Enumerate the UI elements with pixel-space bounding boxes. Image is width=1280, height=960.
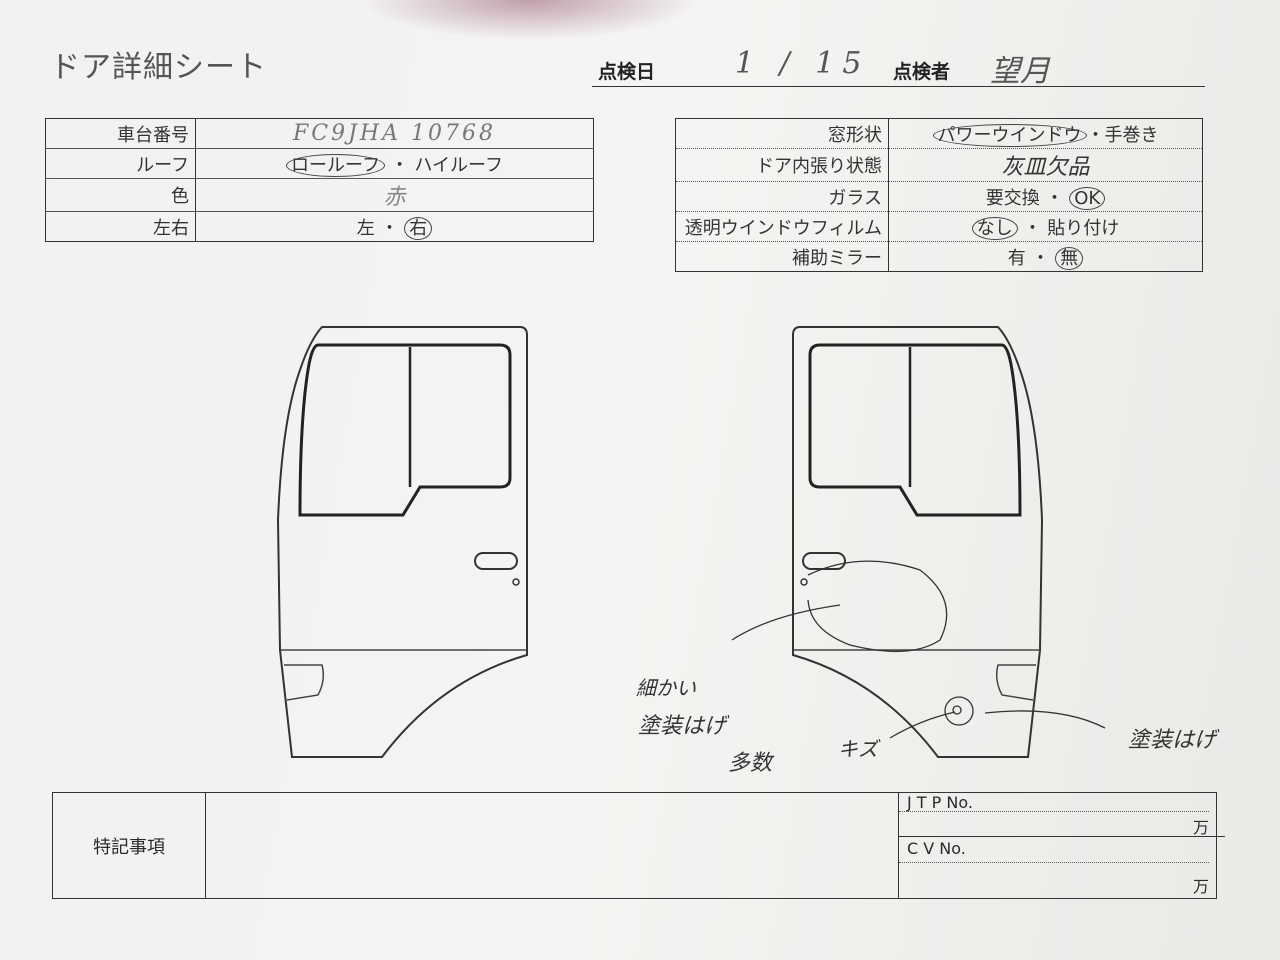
option-selected: 無: [1055, 246, 1084, 270]
option: ハイルーフ: [414, 154, 503, 176]
option-selected: 右: [404, 216, 433, 240]
sheet-title: ドア詳細シート: [50, 50, 267, 85]
inspector-label: 点検者: [893, 61, 951, 83]
table-row: ルーフ ロールーフ ・ ハイルーフ: [45, 148, 594, 179]
row-label: ガラス: [675, 181, 889, 212]
table-row: 窓形状 パワーウインドウ・手巻き: [675, 118, 1203, 149]
option: 貼り付け: [1047, 217, 1120, 239]
door-table: 窓形状 パワーウインドウ・手巻き ドア内張り状態 灰皿欠品 ガラス 要交換 ・ …: [675, 118, 1203, 272]
note-scratch: キズ: [838, 737, 878, 761]
inspection-date-value: 1 / 15: [735, 46, 870, 81]
note-paint-peel: 塗装はげ: [638, 714, 727, 739]
table-row: 左右 左 ・ 右: [45, 211, 594, 242]
option-selected: ロールーフ: [286, 153, 385, 177]
note-many: 多数: [728, 751, 773, 776]
trim-status: 灰皿欠品: [1001, 155, 1090, 180]
option: 有: [1007, 247, 1026, 269]
option-selected: OK: [1069, 186, 1106, 210]
table-row: 透明ウインドウフィルム なし ・ 貼り付け: [675, 211, 1203, 242]
cv-unit: 万: [899, 862, 1209, 907]
inspection-date-label: 点検日: [598, 61, 656, 83]
row-label: 車台番号: [45, 118, 196, 149]
remarks-table: 特記事項 J T P No. 万 C V No. 万: [52, 792, 1225, 899]
color-value: 赤: [383, 185, 406, 210]
row-label: 補助ミラー: [675, 241, 889, 272]
option: 手巻き: [1104, 124, 1159, 146]
remarks-label: 特記事項: [53, 793, 206, 898]
left-door-drawing: [276, 325, 529, 759]
right-door-drawing: [791, 325, 1044, 759]
vehicle-table: 車台番号 FC9JHA 10768 ルーフ ロールーフ ・ ハイルーフ 色 赤 …: [45, 118, 594, 242]
number-table: J T P No. 万 C V No. 万: [898, 793, 1225, 898]
row-label: ドア内張り状態: [675, 148, 889, 182]
note-paint-peel-right: 塗装はげ: [1128, 728, 1217, 753]
inspector-value: 望月: [990, 54, 1050, 89]
table-row: 車台番号 FC9JHA 10768: [45, 118, 594, 149]
table-row: ガラス 要交換 ・ OK: [675, 181, 1203, 212]
option: 要交換: [985, 187, 1040, 209]
table-row: 補助ミラー 有 ・ 無: [675, 241, 1203, 272]
option-selected: パワーウインドウ: [932, 123, 1087, 147]
row-label: 左右: [45, 211, 196, 242]
row-label: ルーフ: [45, 148, 196, 179]
jtp-label: J T P No.: [907, 793, 973, 812]
table-row: 色 赤: [45, 178, 594, 212]
table-row: ドア内張り状態 灰皿欠品: [675, 148, 1203, 182]
row-label: 色: [45, 178, 196, 212]
chassis-number: FC9JHA 10768: [293, 121, 496, 146]
damage-markings: [731, 560, 1106, 739]
row-label: 窓形状: [675, 118, 889, 149]
option: 左: [356, 217, 375, 239]
jtp-unit: 万: [899, 811, 1209, 838]
header-underline: [592, 86, 1205, 87]
note-fine: 細かい: [636, 676, 696, 700]
cv-label: C V No.: [899, 836, 1225, 863]
option-selected: なし: [971, 216, 1018, 240]
row-label: 透明ウインドウフィルム: [675, 211, 889, 242]
